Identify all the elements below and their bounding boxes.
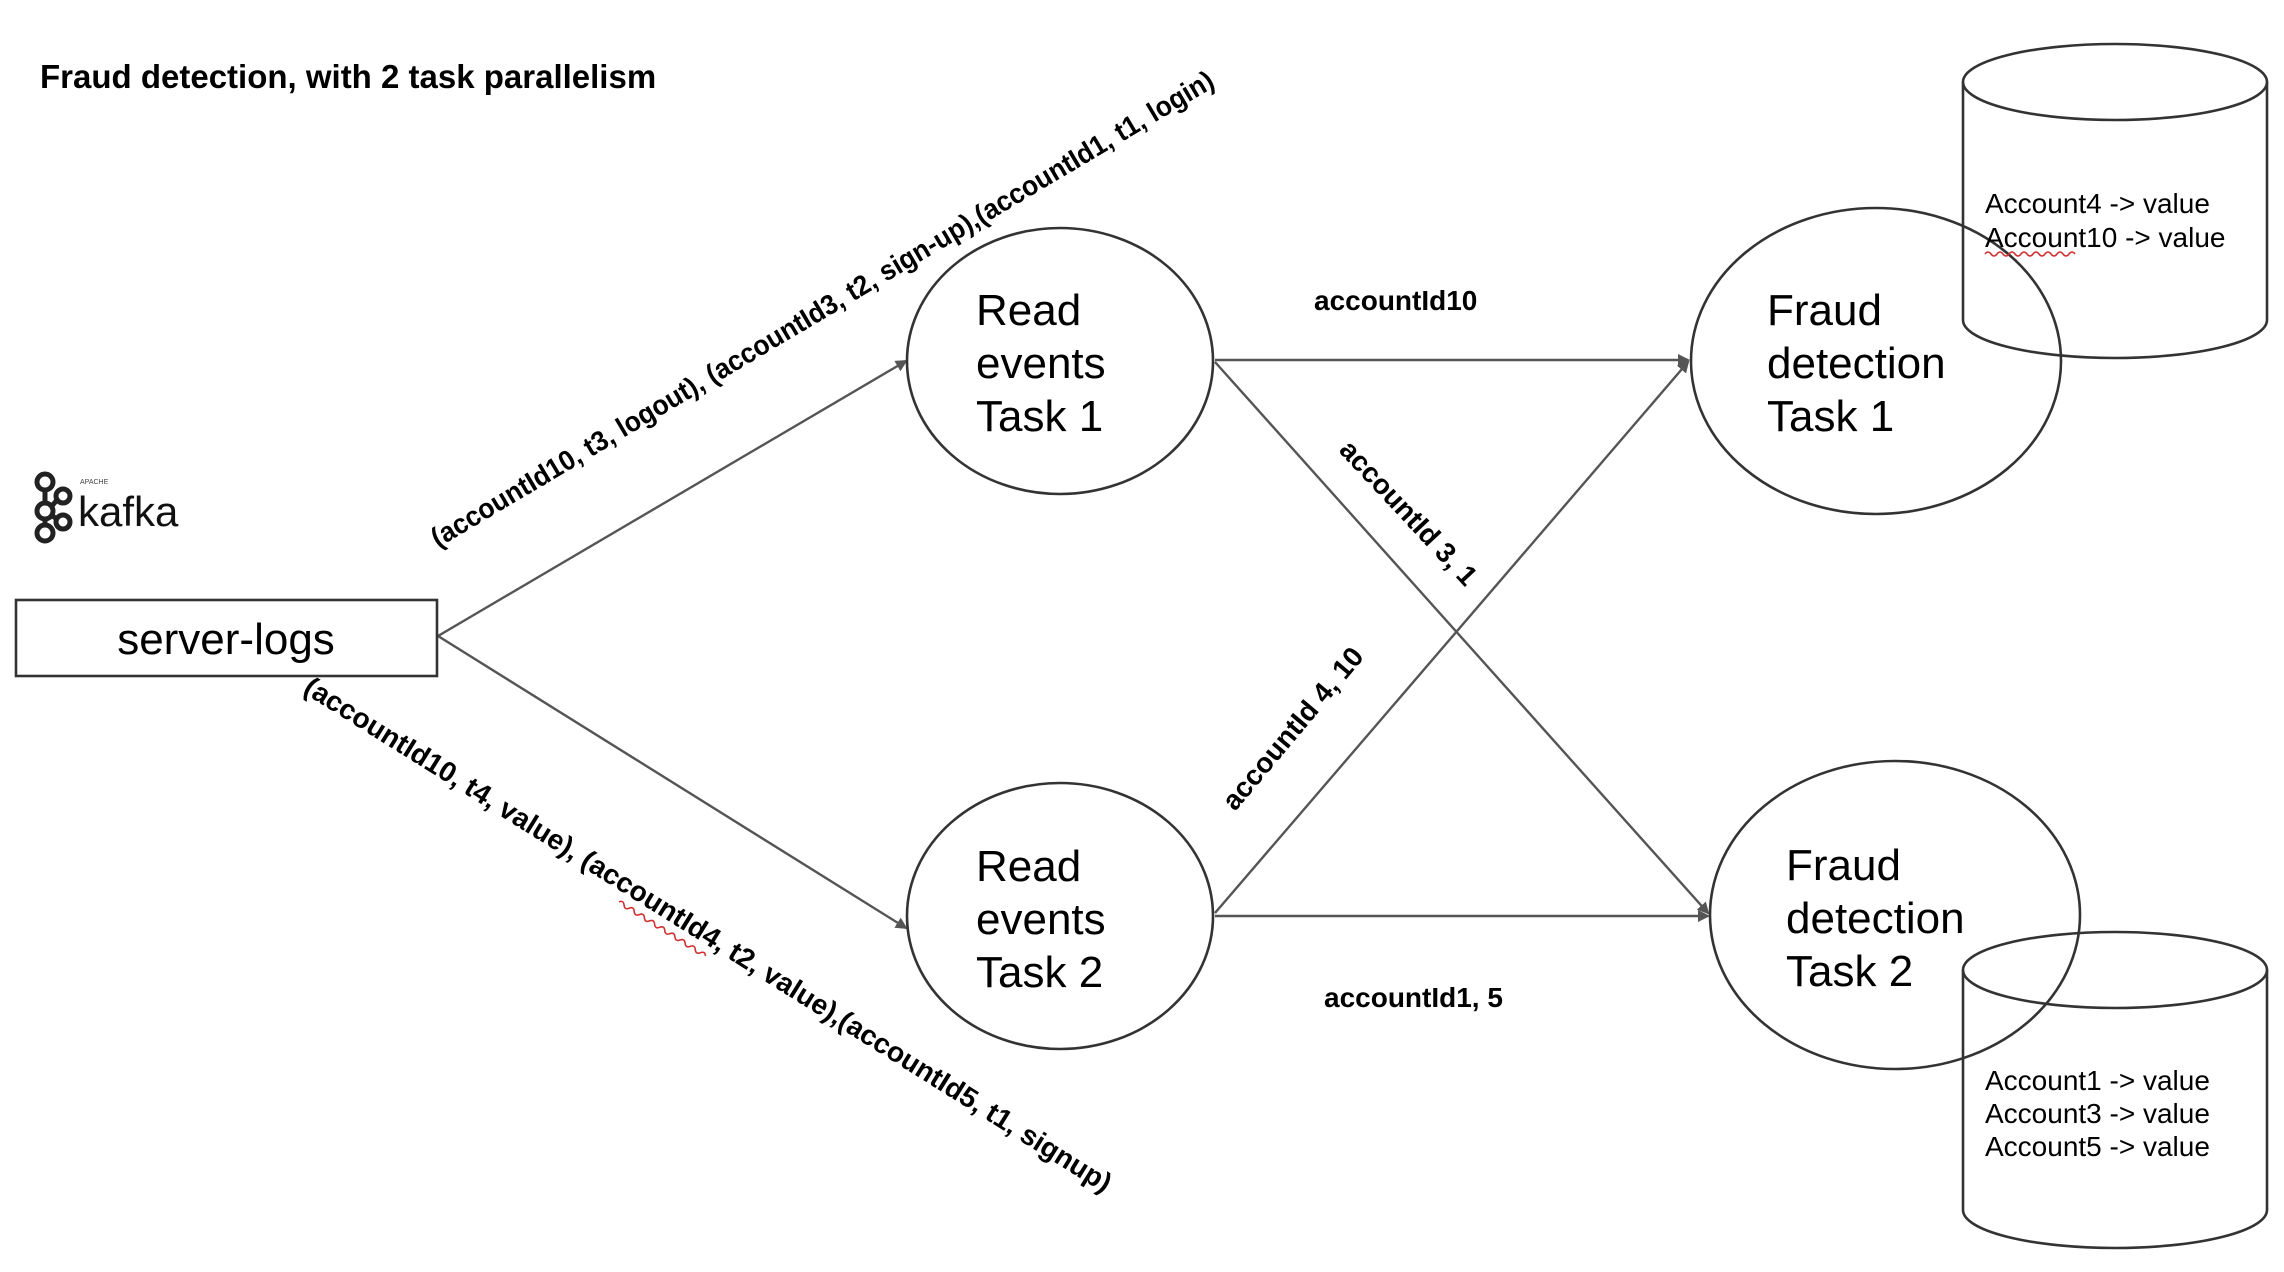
node-label-line: Task 2 bbox=[1786, 947, 1913, 996]
spellcheck-underline bbox=[1984, 251, 2076, 257]
kafka-logo: APACHE kafka bbox=[34, 471, 179, 544]
node-read-events-task-2[interactable]: Read events Task 2 bbox=[905, 781, 1215, 1051]
edge-label-read2-to-fraud1: accountId 4, 10 bbox=[1216, 641, 1370, 816]
state-store-entry: Account5 -> value bbox=[1985, 1131, 2210, 1162]
node-label-line: Fraud bbox=[1767, 286, 1882, 335]
node-label-line: Fraud bbox=[1786, 841, 1901, 890]
node-label-line: Task 1 bbox=[1767, 392, 1894, 441]
source-node-server-logs[interactable]: server-logs bbox=[14, 598, 439, 678]
kafka-logo-icon bbox=[34, 471, 73, 544]
kafka-logo-small-text: APACHE bbox=[80, 479, 109, 486]
node-label-line: Read bbox=[976, 286, 1081, 335]
kafka-logo-text: kafka bbox=[78, 488, 179, 535]
edge-label-read2-to-fraud2: accountId1, 5 bbox=[1324, 982, 1503, 1013]
edge-label-read1-to-fraud1: accountId10 bbox=[1314, 285, 1477, 316]
spellcheck-underline bbox=[618, 900, 707, 957]
state-store-entry: Account4 -> value bbox=[1985, 188, 2210, 219]
state-store-task-2[interactable]: Account1 -> value Account3 -> value Acco… bbox=[1961, 930, 2269, 1250]
state-store-entry: Account1 -> value bbox=[1985, 1065, 2210, 1096]
node-label-line: events bbox=[976, 339, 1106, 388]
node-label-line: events bbox=[976, 895, 1106, 944]
node-label-line: Read bbox=[976, 842, 1081, 891]
node-fraud-detection-task-1[interactable] bbox=[1689, 206, 2063, 516]
node-label-line: detection bbox=[1786, 894, 1965, 943]
diagram-title: Fraud detection, with 2 task parallelism bbox=[40, 58, 656, 95]
edge-read2-to-fraud1 bbox=[1214, 360, 1690, 914]
node-label-line: Task 1 bbox=[976, 392, 1103, 441]
node-read-events-task-1[interactable]: Read events Task 1 bbox=[905, 226, 1215, 496]
edge-source-to-read1 bbox=[437, 359, 908, 638]
node-label-line: detection bbox=[1767, 339, 1946, 388]
edge-label-read1-to-fraud2: accountId 3, 1 bbox=[1334, 434, 1484, 592]
edge-read1-to-fraud2 bbox=[1214, 361, 1710, 915]
state-store-entry: Account3 -> value bbox=[1985, 1098, 2210, 1129]
state-store-task-1[interactable]: Account4 -> value Account10 -> value bbox=[1961, 42, 2269, 360]
edge-source-to-read2 bbox=[437, 634, 908, 930]
state-store-entry: Account10 -> value bbox=[1985, 222, 2226, 253]
source-node-label: server-logs bbox=[117, 615, 335, 664]
node-label-line: Task 2 bbox=[976, 948, 1103, 997]
